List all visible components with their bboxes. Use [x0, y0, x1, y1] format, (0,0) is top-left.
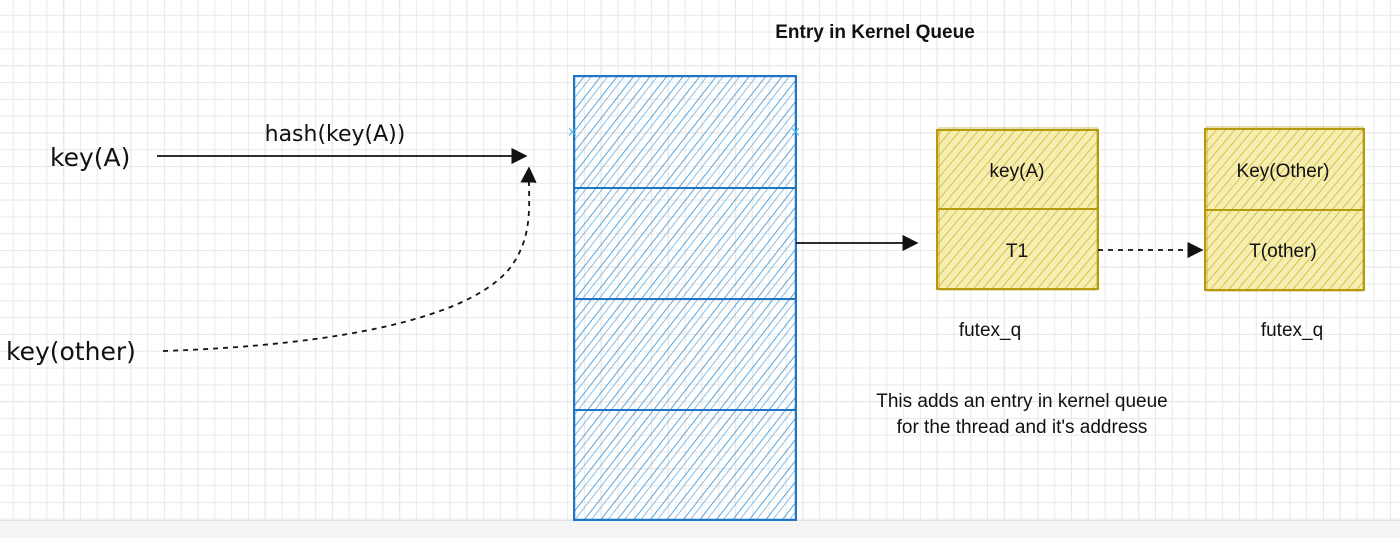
futex-node-2-caption: futex_q [1261, 320, 1323, 341]
key-other-label: key(other) [6, 337, 136, 366]
hash-label: hash(key(A)) [265, 122, 406, 147]
diagram-title: Entry in Kernel Queue [775, 22, 975, 43]
futex-node-2: Key(Other) T(other) [1204, 126, 1365, 292]
note-line-2: for the thread and it's address [897, 417, 1148, 438]
connection-point-icon[interactable]: × [790, 125, 801, 140]
futex-node-1: key(A) T1 [936, 127, 1099, 291]
futex-node-2-key: Key(Other) [1237, 161, 1330, 182]
futex-node-1-caption: futex_q [959, 320, 1021, 341]
connection-point-icon[interactable]: × [567, 125, 578, 140]
note-line-1: This adds an entry in kernel queue [876, 391, 1168, 412]
futex-node-2-thread: T(other) [1249, 241, 1317, 262]
futex-node-1-thread: T1 [1006, 241, 1028, 262]
hash-bucket-column: × × [567, 75, 801, 521]
collision-dashed-arrow [162, 166, 537, 352]
key-a-label: key(A) [50, 143, 130, 172]
futex-node-1-key: key(A) [990, 161, 1045, 182]
